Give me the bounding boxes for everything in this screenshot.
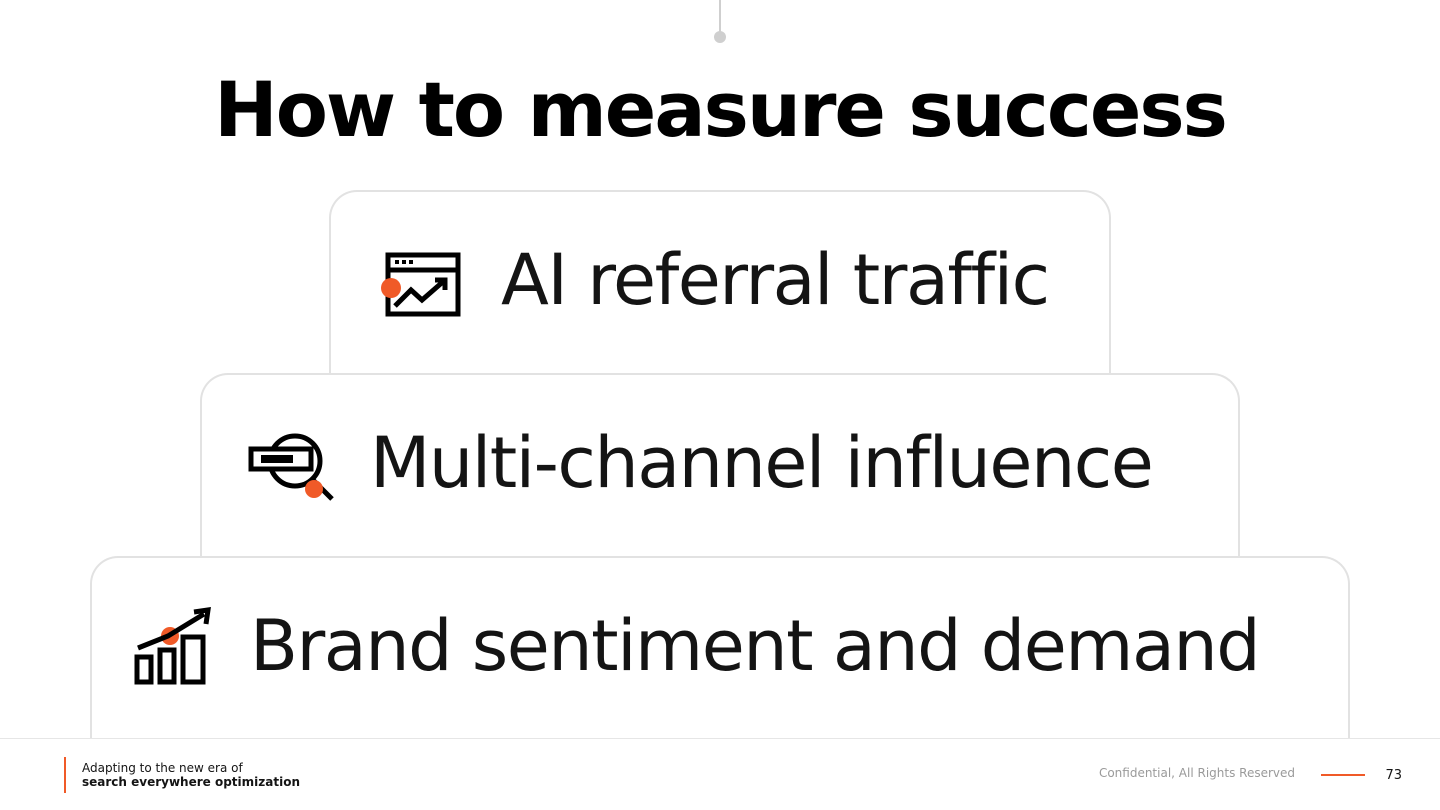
tier-brand-sentiment-and-demand: Brand sentiment and demand: [90, 556, 1350, 740]
tier-ai-referral-traffic: AI referral traffic: [329, 190, 1111, 375]
browser-trend-chart-icon: [381, 252, 461, 317]
search-magnifier-icon: [248, 433, 334, 501]
tier-label: Multi-channel influence: [370, 422, 1154, 504]
tier-multi-channel-influence: Multi-channel influence: [200, 373, 1240, 559]
page-title: How to measure success: [214, 65, 1228, 154]
footer: Adapting to the new era of search everyw…: [0, 738, 1440, 810]
footer-confidential-notice: Confidential, All Rights Reserved: [1098, 766, 1295, 780]
tier-label: Brand sentiment and demand: [250, 605, 1261, 687]
footer-deck-title-line1: Adapting to the new era of: [82, 761, 243, 775]
top-connector-line: [719, 0, 721, 34]
footer-deck-title-line2: search everywhere optimization: [82, 775, 300, 789]
tier-label: AI referral traffic: [501, 239, 1050, 321]
page-number: 73: [1385, 768, 1402, 783]
bar-chart-growth-icon: [134, 607, 211, 685]
top-connector-dot: [714, 31, 726, 43]
footer-accent-bar: [64, 757, 66, 793]
footer-divider-rule: [1321, 774, 1365, 776]
